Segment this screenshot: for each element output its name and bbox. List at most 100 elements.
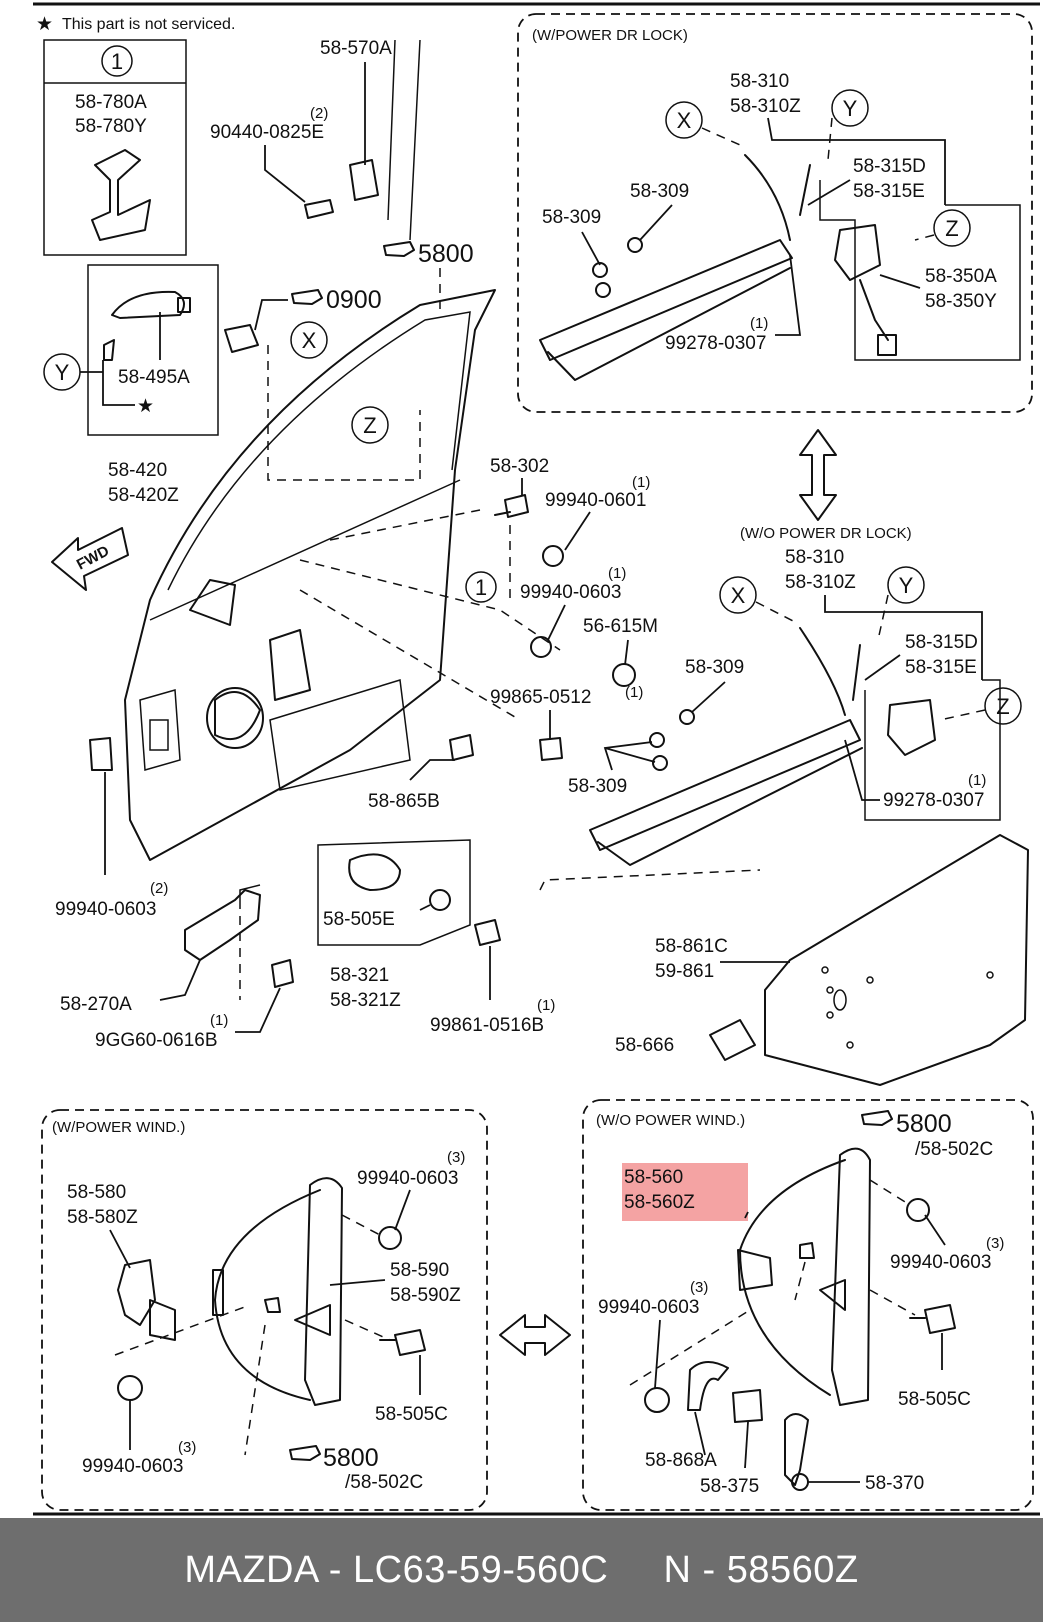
regulator-cable <box>214 1189 321 1401</box>
part-label: 58-270A <box>60 994 132 1015</box>
section-header: (W/O POWER WIND.) <box>596 1112 745 1129</box>
star-icon: ★ <box>137 396 154 417</box>
part-label: 99940-0603 <box>598 1297 699 1318</box>
inner-handle-group: 58-505E 58-321 58-321Z (1) 99861-0516B <box>317 839 555 1036</box>
part-label: 99861-0516B <box>430 1015 544 1036</box>
part-label: 58-505C <box>898 1389 971 1410</box>
clip-icon <box>264 1297 281 1313</box>
seal-icon <box>709 1019 756 1061</box>
screw-icon <box>474 919 501 946</box>
legend: ★ This part is not serviced. 1 58-780A 5… <box>36 14 235 256</box>
part-label: 99940-0601 <box>545 490 646 511</box>
part-label: 58-780A <box>75 92 147 113</box>
part-label: 58-310Z <box>785 572 856 593</box>
part-label: 99940-0603 <box>520 582 621 603</box>
middle-fasteners: 58-302 (1) 99940-0601 1 (1) 99940-0603 5… <box>55 456 658 920</box>
legend-note: This part is not serviced. <box>62 16 235 33</box>
bracket-part-icon <box>91 149 151 241</box>
section-header: (W/POWER DR LOCK) <box>532 27 688 44</box>
part-label: 58-315D <box>853 156 926 177</box>
circle-marker-x <box>665 101 703 139</box>
connector-icon <box>877 334 897 356</box>
marker-label: Y <box>55 360 70 385</box>
section-no-power-wind: (W/O POWER WIND.) 5800 /58-502C 58-560 5… <box>582 1099 1034 1511</box>
circle-marker-z <box>933 209 971 247</box>
circle-marker-label: 1 <box>111 49 123 74</box>
waterproof-film <box>764 834 1029 1086</box>
bolt-icon <box>379 1329 426 1356</box>
part-label: 58-590Z <box>390 1285 461 1306</box>
ref-sublabel: /58-502C <box>915 1139 993 1160</box>
hand-pointer-icon <box>291 289 323 305</box>
quantity-label: (2) <box>150 880 168 897</box>
clip-icon <box>679 709 695 725</box>
winder-gear-icon <box>737 1249 773 1291</box>
section-box <box>582 1099 1034 1511</box>
screw-icon <box>429 889 451 911</box>
part-label: 58-310 <box>785 547 844 568</box>
nut-icon <box>378 1226 402 1250</box>
section-header: (W/O POWER DR LOCK) <box>740 525 912 542</box>
parts-diagram: ★ This part is not serviced. 1 58-780A 5… <box>33 2 1040 1516</box>
section-power-wind: (W/POWER WIND.) 58-580 58-580Z (3) 99940… <box>41 1109 488 1511</box>
part-label: 90440-0825E <box>210 122 324 143</box>
part-label: 58-780Y <box>75 116 147 137</box>
part-label-highlighted: 58-560 <box>624 1167 683 1188</box>
part-label: 99940-0603 <box>890 1252 991 1273</box>
inner-handle-icon <box>348 853 401 891</box>
part-label: 99940-0603 <box>82 1456 183 1477</box>
part-label: 58-321 <box>330 965 389 986</box>
quantity-label: (1) <box>210 1012 228 1029</box>
part-label: 58-315E <box>905 657 977 678</box>
part-label: 99865-0512 <box>490 687 591 708</box>
quantity-label: (1) <box>625 684 643 701</box>
nut-icon <box>906 1198 930 1222</box>
door-frame: Z <box>124 289 561 861</box>
door-check-icon <box>184 889 261 961</box>
circle-marker-1 <box>101 45 133 77</box>
bolt-icon <box>304 199 334 219</box>
nut-icon <box>644 1387 670 1413</box>
part-number-caption: MAZDA - LC63-59-560C N - 58560Z <box>184 1549 859 1591</box>
ref-0900: 0900 X <box>224 286 382 359</box>
rod-bundle <box>539 239 793 361</box>
part-label: 58-350A <box>925 266 997 287</box>
spacer-icon <box>687 1361 729 1411</box>
rod-icon <box>799 627 846 716</box>
outer-handle-icon <box>111 290 185 319</box>
part-label: 58-310Z <box>730 96 801 117</box>
double-arrow-icon <box>799 429 837 521</box>
quantity-label: (3) <box>447 1149 465 1166</box>
clip-icon <box>592 262 608 278</box>
part-label: 58-309 <box>685 657 744 678</box>
nut-icon <box>530 636 552 658</box>
window-regulator-rail <box>304 1177 343 1406</box>
part-label-highlighted: 58-560Z <box>624 1192 695 1213</box>
latch-actuator-icon <box>834 224 881 281</box>
nut-icon <box>117 1375 143 1401</box>
circle-marker-y <box>831 89 869 127</box>
hand-pointer-icon <box>861 1110 893 1126</box>
door-check-group: 58-270A (1) 9GG60-0616B <box>60 884 294 1051</box>
section-box <box>517 13 1033 413</box>
part-label: 58-315E <box>853 181 925 202</box>
part-label: 58-315D <box>905 632 978 653</box>
circle-marker-x <box>719 576 757 614</box>
marker-label: Z <box>945 216 958 241</box>
part-label: 58-321Z <box>330 990 401 1011</box>
marker-label: Z <box>363 413 376 438</box>
part-label: 58-505E <box>323 909 395 930</box>
inner-handle-box <box>317 839 471 946</box>
pad-icon <box>449 734 474 761</box>
quantity-label: (3) <box>178 1439 196 1456</box>
part-label: 58-420Z <box>108 485 179 506</box>
part-label: 99940-0603 <box>357 1168 458 1189</box>
marker-label: Z <box>996 694 1009 719</box>
quantity-label: (1) <box>968 772 986 789</box>
lock-cylinder-icon <box>224 324 259 353</box>
part-label: 58-580 <box>67 1182 126 1203</box>
nut-icon <box>542 545 564 567</box>
marker-label: Y <box>899 573 914 598</box>
screw-icon <box>539 737 563 761</box>
part-label: 58-580Z <box>67 1207 138 1228</box>
